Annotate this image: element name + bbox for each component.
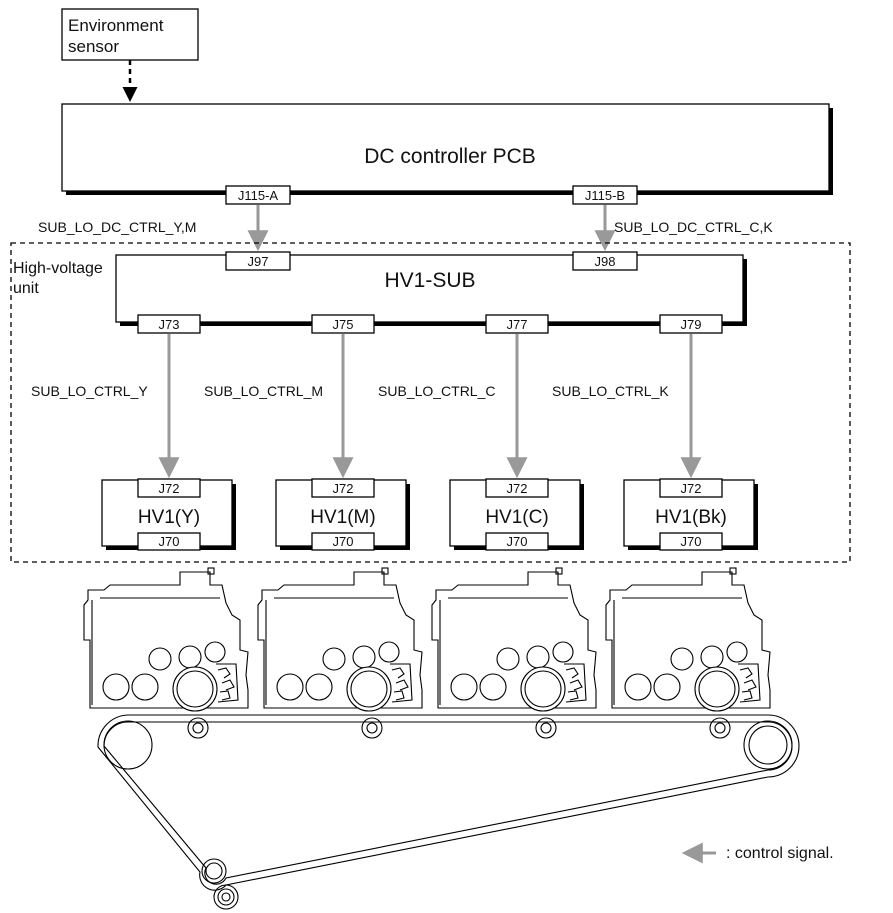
connector-in-bk: [659, 478, 723, 498]
connector-j115a: [225, 185, 291, 205]
drive-roller-right: [743, 720, 793, 770]
transfer-belt: [97, 714, 800, 910]
channel-bk: J79 SUB_LO_CTRL_K J72 HV1(Bk) J70: [552, 314, 758, 551]
dc-controller-pcb: DC controller PCB J115-A J115-B: [61, 103, 833, 205]
hv1-m-label: HV1(M): [310, 507, 375, 528]
legend-text: : control signal.: [726, 845, 834, 862]
connector-j97: [225, 251, 291, 271]
connector-out-bk-label: J79: [681, 317, 702, 332]
hv1-bk-label: HV1(Bk): [655, 507, 727, 528]
connector-in-y: [137, 478, 201, 498]
cartridge-bk: [605, 567, 771, 739]
connector-in-bk-label: J72: [681, 481, 702, 496]
drive-roller-left: [103, 720, 153, 770]
connector-bottom-y: [137, 532, 201, 551]
hv1-sub-title: HV1-SUB: [384, 269, 475, 292]
connector-out-y: [137, 314, 201, 334]
channel-y: J73 SUB_LO_CTRL_Y J72 HV1(Y) J70: [31, 314, 236, 551]
connector-j98-label: J98: [595, 254, 616, 269]
secondary-roller: [213, 884, 239, 910]
env-sensor-label-2: sensor: [68, 37, 119, 56]
signal-label-right: SUB_LO_DC_CTRL_C,K: [614, 219, 773, 235]
connector-bottom-c: [485, 532, 549, 551]
connector-j97-label: J97: [248, 254, 269, 269]
channel-c: J77 SUB_LO_CTRL_C J72 HV1(C) J70: [378, 314, 584, 551]
dc-controller-title: DC controller PCB: [364, 145, 536, 168]
connector-bottom-bk-label: J70: [681, 534, 702, 549]
legend: : control signal.: [681, 842, 834, 864]
process-cartridges: [83, 567, 771, 739]
connector-bottom-y-label: J70: [159, 534, 180, 549]
hv1-c-label: HV1(C): [485, 507, 548, 528]
connector-in-c-label: J72: [507, 481, 528, 496]
connector-out-m: [311, 314, 375, 334]
hv-unit-label-1: High-voltage: [13, 260, 103, 277]
cartridge-m: [257, 567, 423, 739]
connector-out-c: [485, 314, 549, 334]
connector-out-y-label: J73: [159, 317, 180, 332]
connector-bottom-bk: [659, 532, 723, 551]
environment-sensor-box: Environment sensor: [61, 8, 199, 61]
connector-j115b-label: J115-B: [585, 188, 625, 203]
connector-bottom-c-label: J70: [507, 534, 528, 549]
signal-label-bk: SUB_LO_CTRL_K: [552, 383, 669, 399]
connector-j115a-label: J115-A: [238, 188, 279, 203]
connector-bottom-m: [311, 532, 375, 551]
connector-in-c: [485, 478, 549, 498]
connector-bottom-m-label: J70: [333, 534, 354, 549]
hv1-y-label: HV1(Y): [138, 507, 200, 528]
high-voltage-unit-boundary: [10, 242, 851, 563]
connector-in-y-label: J72: [159, 481, 180, 496]
connector-j115b: [572, 185, 638, 205]
connector-j98: [572, 251, 638, 271]
env-sensor-label-1: Environment: [68, 16, 164, 35]
signal-label-left: SUB_LO_DC_CTRL_Y,M: [38, 219, 196, 235]
hv1-sub-board: HV1-SUB J97 J98: [115, 251, 747, 326]
cartridge-c: [431, 567, 597, 739]
cartridge-y: [83, 567, 249, 739]
connector-out-bk: [659, 314, 723, 334]
signal-label-m: SUB_LO_CTRL_M: [204, 383, 323, 399]
connector-out-c-label: J77: [507, 317, 528, 332]
connector-out-m-label: J75: [333, 317, 354, 332]
hv-unit-label-2: unit: [13, 280, 39, 297]
signal-label-y: SUB_LO_CTRL_Y: [31, 383, 148, 399]
channel-m: J75 SUB_LO_CTRL_M J72 HV1(M) J70: [204, 314, 410, 551]
connector-in-m: [311, 478, 375, 498]
signal-label-c: SUB_LO_CTRL_C: [378, 383, 496, 399]
tension-roller: [201, 858, 227, 884]
connector-in-m-label: J72: [333, 481, 354, 496]
